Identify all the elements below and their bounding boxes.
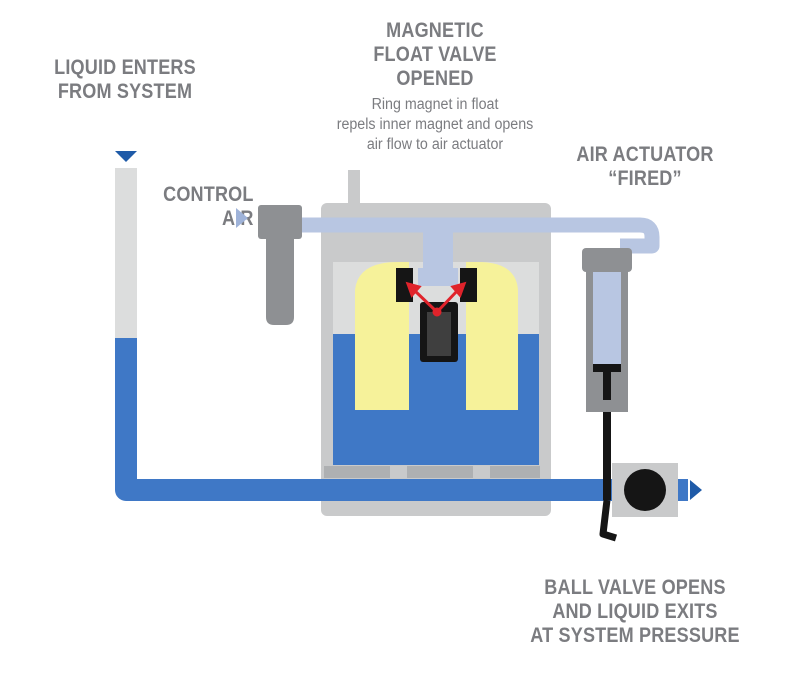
- control-air-label: CONTROL AIR: [150, 183, 253, 231]
- float-valve-title-line-2: FLOAT VALVE: [373, 43, 497, 66]
- actuator-rod: [603, 372, 611, 500]
- bottom-port-left: [324, 466, 390, 478]
- float-right: [466, 262, 518, 410]
- float-valve-note-line-3: air flow to air actuator: [366, 136, 504, 153]
- float-valve-note: Ring magnet in float repels inner magnet…: [302, 95, 569, 155]
- inlet-standpipe: [115, 168, 137, 338]
- ring-magnet-right: [460, 268, 477, 302]
- actuator-bottom-cap: [586, 400, 628, 412]
- control-air-arrow-icon: [236, 208, 248, 228]
- air-filter-head: [258, 205, 302, 239]
- bottom-port-right: [490, 466, 540, 478]
- air-actuator-line-2: “FIRED”: [608, 167, 682, 190]
- ball-valve-line-1: BALL VALVE OPENS: [544, 576, 726, 599]
- air-actuator-label: AIR ACTUATOR “FIRED”: [568, 143, 723, 191]
- liquid-enters-label: LIQUID ENTERS FROM SYSTEM: [43, 56, 206, 104]
- ball-valve-line-2: AND LIQUID EXITS: [552, 600, 718, 623]
- float-valve-title-line-3: OPENED: [396, 67, 474, 90]
- ball-valve-linkage: [599, 499, 618, 542]
- liquid-enters-line-1: LIQUID ENTERS: [54, 56, 196, 79]
- bottom-port-mid: [407, 466, 473, 478]
- float-valve-note-line-2: repels inner magnet and opens: [336, 116, 534, 133]
- control-air-line-1: CONTROL: [163, 183, 254, 206]
- repel-arrows: [405, 281, 467, 317]
- actuator-air-chamber: [593, 272, 621, 364]
- air-filter-bowl: [266, 239, 294, 325]
- float-valve-title-line-1: MAGNETIC: [386, 19, 484, 42]
- ring-magnet-left: [396, 268, 413, 302]
- liquid-pipe: [115, 338, 688, 501]
- actuator-piston: [593, 364, 621, 372]
- air-supply-line: [302, 217, 660, 254]
- inlet-arrow-icon: [115, 151, 137, 162]
- air-stem-ring: [418, 268, 458, 286]
- float-valve-note-line-1: Ring magnet in float: [371, 96, 499, 113]
- actuator-cap: [582, 248, 632, 272]
- inner-magnet-core: [427, 312, 451, 356]
- float-left: [355, 262, 409, 410]
- ball-valve-line-3: AT SYSTEM PRESSURE: [530, 624, 740, 647]
- ball-valve-label: BALL VALVE OPENS AND LIQUID EXITS AT SYS…: [528, 576, 743, 648]
- air-actuator-line-1: AIR ACTUATOR: [576, 143, 714, 166]
- ball-valve-ball: [624, 469, 666, 511]
- liquid-enters-line-2: FROM SYSTEM: [57, 80, 193, 103]
- outlet-arrow-icon: [690, 480, 702, 500]
- float-valve-title: MAGNETIC FLOAT VALVE OPENED: [353, 19, 516, 91]
